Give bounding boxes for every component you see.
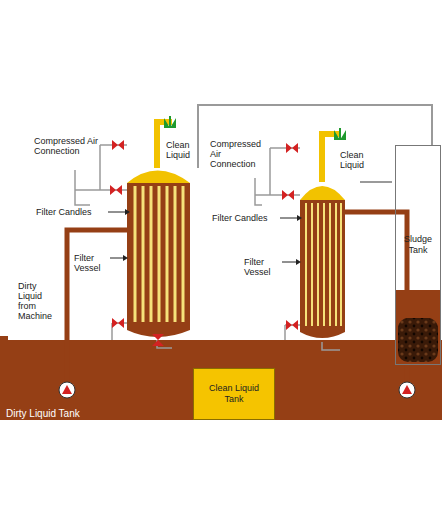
- tank-label: Sludge Tank: [398, 234, 438, 256]
- vessel-label: Filter Vessel: [74, 253, 110, 273]
- tank-label: Clean Liquid Tank: [204, 383, 264, 405]
- clean-liquid-tank: Clean Liquid Tank: [193, 368, 275, 420]
- outlet-label: Clean Liquid: [340, 150, 374, 170]
- air-connection-label: Compressed Air Connection: [34, 136, 106, 156]
- candles-label: Filter Candles: [212, 213, 278, 223]
- inlet-label: Dirty Liquid from Machine: [18, 281, 58, 321]
- vessel-label: Filter Vessel: [244, 257, 282, 277]
- tank-label: Dirty Liquid Tank: [6, 408, 80, 419]
- candles-label: Filter Candles: [36, 207, 106, 217]
- air-connection-label: Compressed Air Connection: [210, 139, 268, 169]
- outlet-label: Clean Liquid: [166, 140, 200, 160]
- dirty-liquid-tank: Dirty Liquid Tank Clean Liquid Tank: [0, 340, 442, 420]
- sludge-tank: Sludge Tank: [395, 145, 441, 365]
